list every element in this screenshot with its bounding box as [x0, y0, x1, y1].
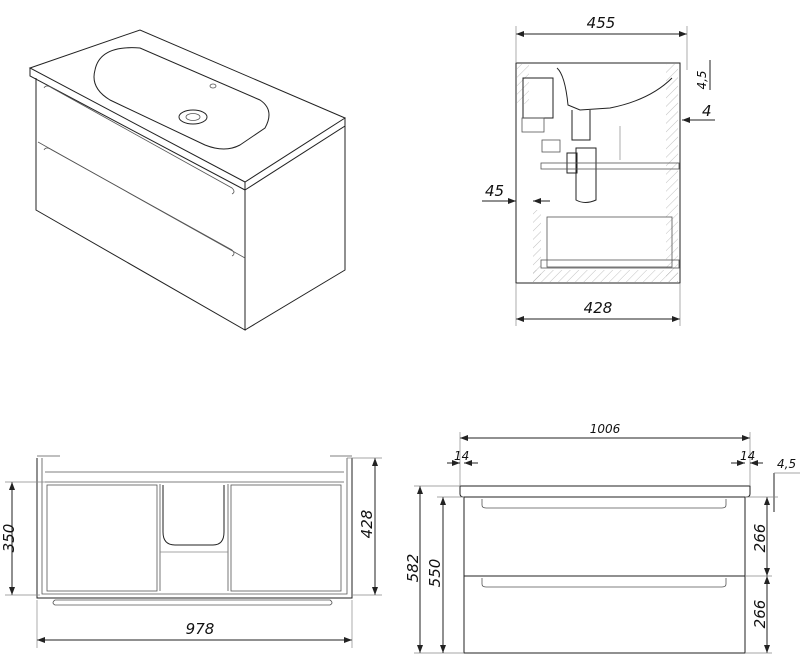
dim-front-582: 582: [404, 554, 422, 583]
side-section-view: 455 428 45 4,5 4: [482, 14, 715, 326]
front-view: 1006 14 14 4,5 582 550 266 266: [404, 422, 800, 654]
dim-front-350: 350: [0, 524, 18, 553]
dim-side-45: 45: [485, 182, 504, 200]
dim-front-428: 428: [358, 510, 376, 539]
dim-front-14-left: 14: [454, 449, 469, 463]
front-section-view: 350 428 978: [0, 455, 382, 648]
dim-side-4-5: 4,5: [695, 70, 709, 89]
dim-front-4-5: 4,5: [777, 457, 796, 471]
dim-side-4: 4: [702, 102, 712, 120]
dim-front-14-right: 14: [740, 449, 755, 463]
dim-front-978: 978: [186, 620, 215, 638]
dim-front-550: 550: [426, 559, 444, 588]
dim-front-266-upper: 266: [751, 524, 769, 553]
isometric-view: [28, 29, 347, 331]
dim-front-1006: 1006: [590, 422, 621, 436]
dim-side-455: 455: [587, 14, 616, 32]
dim-side-428: 428: [584, 299, 613, 317]
dim-front-266-lower: 266: [751, 600, 769, 629]
